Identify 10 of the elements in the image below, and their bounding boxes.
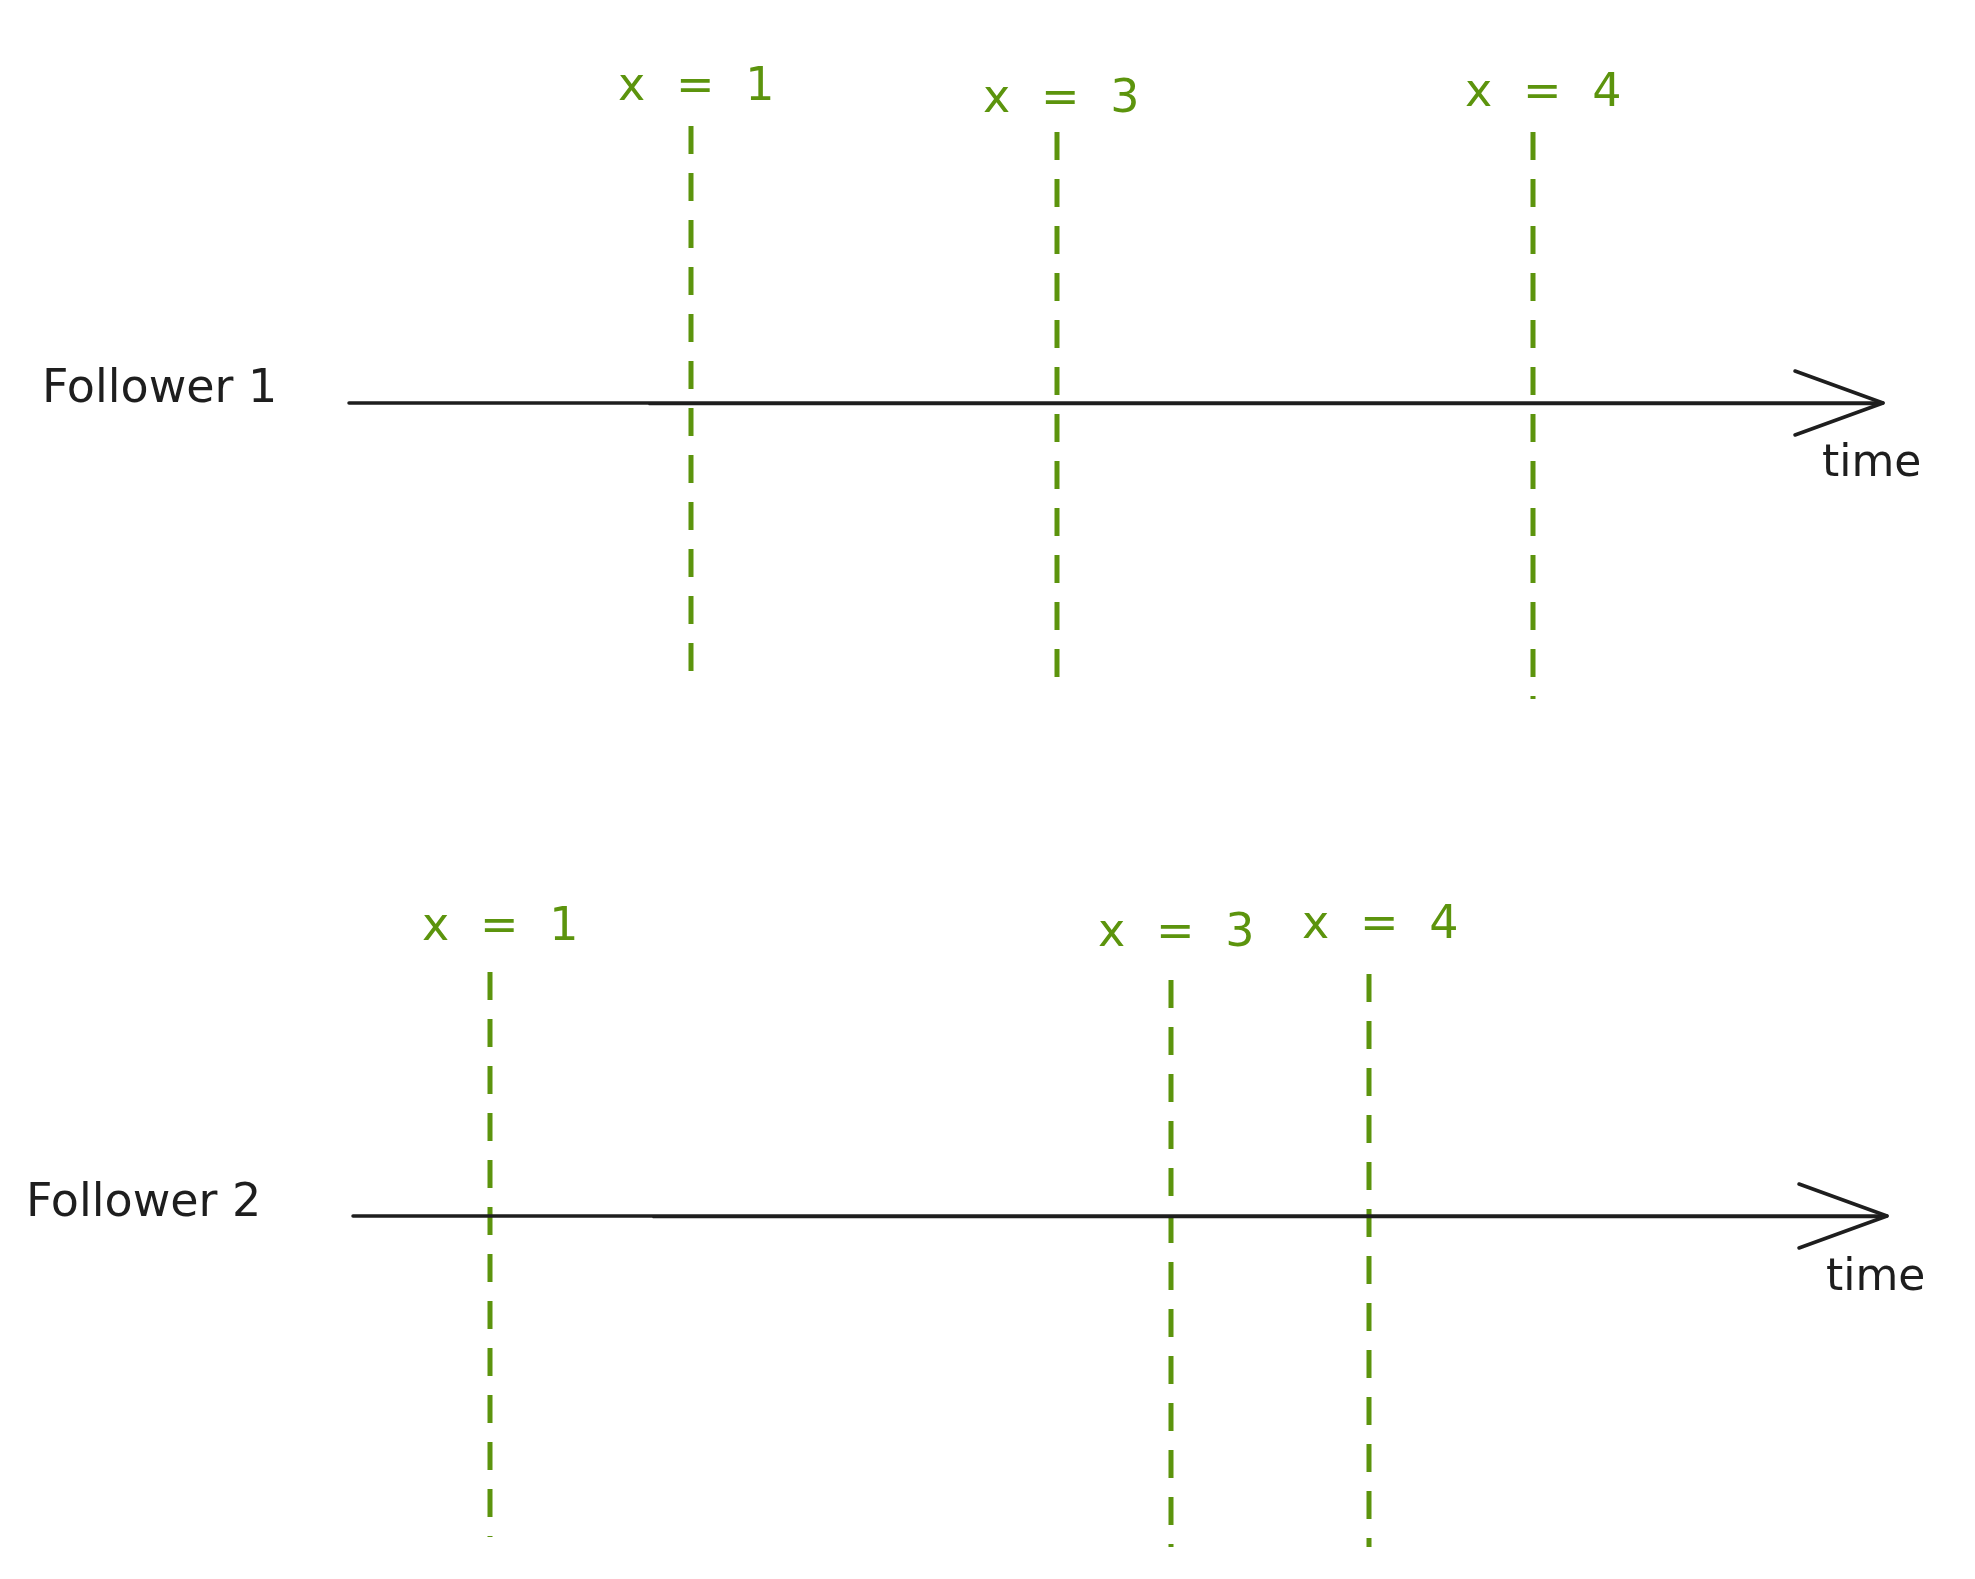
marker-label: x = 3: [1098, 904, 1255, 957]
axis-label: time: [1822, 436, 1922, 487]
marker-label: x = 3: [983, 70, 1140, 123]
marker-label: x = 4: [1465, 64, 1622, 117]
row-label: Follower 1: [42, 360, 278, 413]
marker-label: x = 1: [618, 58, 775, 111]
axis-label: time: [1826, 1250, 1926, 1301]
marker-label: x = 1: [422, 898, 579, 951]
marker-label: x = 4: [1302, 896, 1459, 949]
row-label: Follower 2: [26, 1174, 262, 1227]
